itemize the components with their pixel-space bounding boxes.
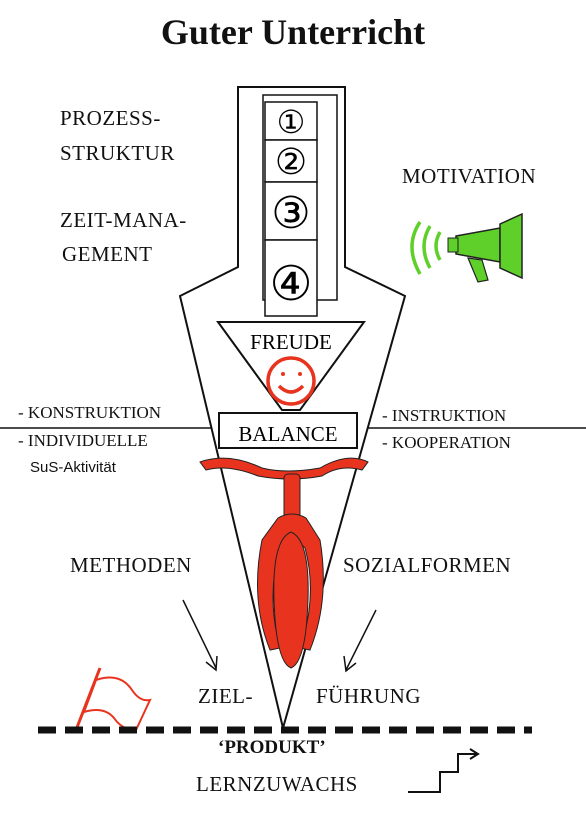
balance-box (218, 412, 358, 449)
label-instruktion: - INSTRUKTION (382, 406, 507, 425)
step-4: ④ (269, 256, 312, 312)
stairs-arrow-icon (408, 748, 480, 793)
balance-label: BALANCE (238, 422, 337, 446)
tower-inner (262, 94, 338, 301)
step-1: ① (277, 103, 306, 141)
step-box-3 (264, 181, 318, 241)
label-produkt: ‘PRODUKT’ (218, 737, 326, 758)
label-prozess: PROZESS- (60, 106, 161, 130)
label-methoden: METHODEN (70, 553, 192, 577)
flag-icon (74, 667, 152, 732)
label-fuehrung: FÜHRUNG (316, 684, 422, 708)
freude-label: FREUDE (250, 330, 332, 354)
freude-triangle (216, 321, 366, 411)
label-konstruktion: - KONSTRUKTION (18, 403, 162, 422)
step-3: ③ (271, 188, 310, 239)
arrow-sozialformen (343, 609, 377, 673)
label-lernzuwachs: LERNZUWACHS (196, 772, 358, 796)
label-sozialformen: SOZIALFORMEN (343, 553, 512, 577)
label-motivation: MOTIVATION (402, 164, 537, 188)
megaphone-icon (410, 212, 523, 283)
arrow-methoden (182, 599, 218, 672)
label-ziel: ZIEL- (198, 684, 253, 708)
bicycle-icon (199, 457, 369, 669)
label-individuelle: - INDIVIDUELLE (18, 431, 148, 450)
label-sus-aktivitaet: SuS-Aktivität (30, 459, 116, 476)
step-box-2 (264, 139, 318, 183)
page-title: Guter Unterricht (160, 12, 426, 52)
step-box-4 (264, 239, 318, 317)
smiley-icon (266, 356, 316, 406)
label-kooperation: - KOOPERATION (382, 433, 511, 452)
step-2: ② (275, 142, 307, 183)
label-struktur: STRUKTUR (60, 141, 175, 165)
label-zeit-mana: ZEIT-MANA- (60, 208, 187, 232)
step-box-1 (264, 101, 318, 141)
label-gement: GEMENT (62, 242, 153, 266)
